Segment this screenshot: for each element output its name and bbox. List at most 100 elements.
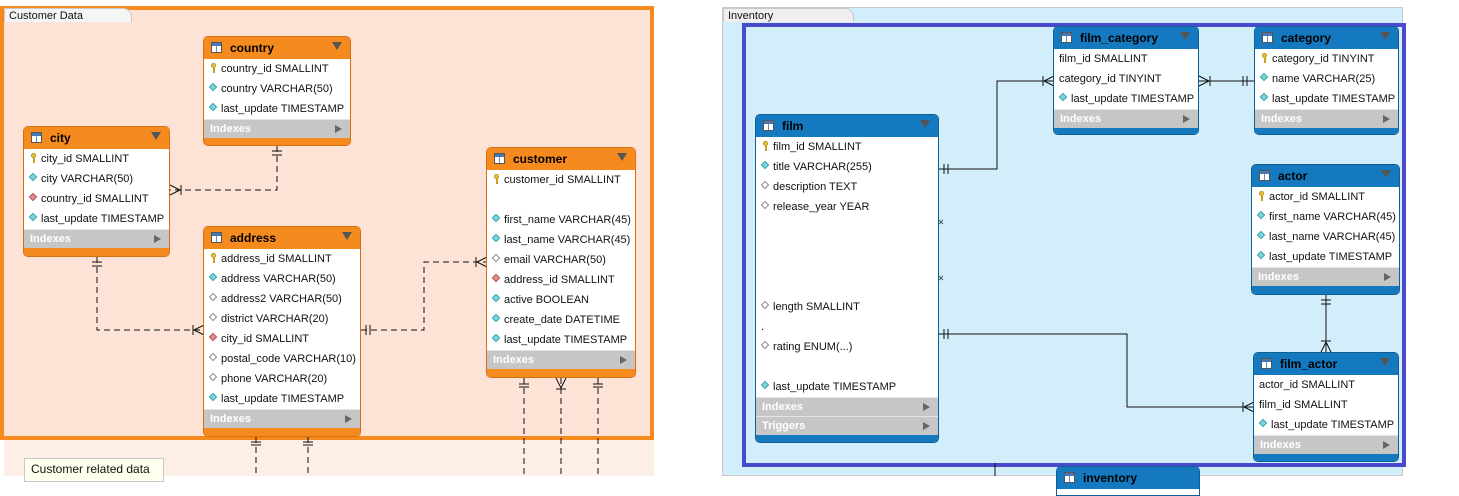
column-row[interactable]: film_id SMALLINT <box>756 137 938 157</box>
column-row[interactable]: actor_id SMALLINT <box>1254 375 1398 395</box>
expand-arrow-icon[interactable] <box>335 125 342 133</box>
column-row[interactable]: last_update TIMESTAMP <box>1254 415 1398 435</box>
indexes-section[interactable]: Indexes <box>756 397 938 416</box>
column-row[interactable]: customer_id SMALLINT <box>487 170 635 190</box>
column-row[interactable]: address VARCHAR(50) <box>204 269 360 289</box>
column-row[interactable]: email VARCHAR(50) <box>487 250 635 270</box>
column-row[interactable] <box>756 277 938 297</box>
column-row[interactable]: country VARCHAR(50) <box>204 79 350 99</box>
column-row[interactable]: last_update TIMESTAMP <box>487 330 635 350</box>
column-row[interactable] <box>756 237 938 257</box>
collapse-triangle-icon[interactable] <box>617 153 627 161</box>
column-row[interactable]: last_update TIMESTAMP <box>24 209 169 229</box>
column-row[interactable]: address2 VARCHAR(50) <box>204 289 360 309</box>
table-header[interactable]: inventory <box>1057 467 1199 489</box>
indexes-section[interactable]: Indexes <box>1252 267 1399 286</box>
customer-data-region-tab[interactable]: Customer Data <box>4 8 132 22</box>
column-row[interactable]: film_id SMALLINT <box>1254 395 1398 415</box>
column-row[interactable]: first_name VARCHAR(45) <box>1252 207 1399 227</box>
column-row[interactable]: city VARCHAR(50) <box>24 169 169 189</box>
column-row[interactable]: active BOOLEAN <box>487 290 635 310</box>
table-header[interactable]: country <box>204 37 350 59</box>
table-header[interactable]: film_actor <box>1254 353 1398 375</box>
column-row[interactable]: category_id TINYINT <box>1255 49 1398 69</box>
column-row[interactable]: last_update TIMESTAMP <box>204 99 350 119</box>
collapse-triangle-icon[interactable] <box>1380 358 1390 366</box>
expand-arrow-icon[interactable] <box>1384 273 1391 281</box>
table-header[interactable]: city <box>24 127 169 149</box>
column-row[interactable]: first_name VARCHAR(45) <box>487 210 635 230</box>
expand-arrow-icon[interactable] <box>620 356 627 364</box>
column-row[interactable]: district VARCHAR(20) <box>204 309 360 329</box>
expand-arrow-icon[interactable] <box>923 422 930 430</box>
indexes-section[interactable]: Indexes <box>204 409 360 428</box>
column-row[interactable]: country_id SMALLINT <box>24 189 169 209</box>
collapse-triangle-icon[interactable] <box>920 120 930 128</box>
column-row[interactable]: category_id TINYINT <box>1054 69 1198 89</box>
column-row[interactable]: last_update TIMESTAMP <box>1054 89 1198 109</box>
table-inventory[interactable]: inventory <box>1056 466 1200 496</box>
column-row[interactable]: last_name VARCHAR(45) <box>1252 227 1399 247</box>
column-row[interactable]: last_update TIMESTAMP <box>756 377 938 397</box>
column-row[interactable]: release_year YEAR <box>756 197 938 217</box>
column-row[interactable]: create_date DATETIME <box>487 310 635 330</box>
table-header[interactable]: customer <box>487 148 635 170</box>
expand-arrow-icon[interactable] <box>154 235 161 243</box>
collapse-triangle-icon[interactable] <box>151 132 161 140</box>
column-row[interactable]: city_id SMALLINT <box>204 329 360 349</box>
table-header[interactable]: address <box>204 227 360 249</box>
column-row[interactable]: address_id SMALLINT <box>204 249 360 269</box>
expand-arrow-icon[interactable] <box>923 403 930 411</box>
indexes-section[interactable]: Indexes <box>1255 109 1398 128</box>
table-customer[interactable]: customer customer_id SMALLINT first_name … <box>486 147 636 378</box>
column-row[interactable] <box>756 257 938 277</box>
column-row[interactable]: . <box>756 317 938 337</box>
column-row[interactable]: actor_id SMALLINT <box>1252 187 1399 207</box>
collapse-triangle-icon[interactable] <box>1381 170 1391 178</box>
column-row[interactable]: last_name VARCHAR(45) <box>487 230 635 250</box>
column-row[interactable]: name VARCHAR(25) <box>1255 69 1398 89</box>
collapse-triangle-icon[interactable] <box>342 232 352 240</box>
collapse-triangle-icon[interactable] <box>332 42 342 50</box>
column-row[interactable]: title VARCHAR(255) <box>756 157 938 177</box>
column-row[interactable]: description TEXT <box>756 177 938 197</box>
indexes-section[interactable]: Indexes <box>487 350 635 369</box>
indexes-section[interactable]: Indexes <box>204 119 350 138</box>
indexes-section[interactable]: Indexes <box>24 229 169 248</box>
column-row[interactable] <box>756 357 938 377</box>
note-customer-related-data[interactable]: Customer related data <box>24 458 164 482</box>
column-row[interactable]: postal_code VARCHAR(10) <box>204 349 360 369</box>
column-row[interactable]: city_id SMALLINT <box>24 149 169 169</box>
expand-arrow-icon[interactable] <box>345 415 352 423</box>
table-header[interactable]: film <box>756 115 938 137</box>
indexes-section[interactable]: Indexes <box>1054 109 1198 128</box>
column-row[interactable]: phone VARCHAR(20) <box>204 369 360 389</box>
expand-arrow-icon[interactable] <box>1183 115 1190 123</box>
column-row[interactable] <box>756 217 938 237</box>
column-row[interactable]: film_id SMALLINT <box>1054 49 1198 69</box>
table-header[interactable]: film_category <box>1054 27 1198 49</box>
collapse-triangle-icon[interactable] <box>1180 32 1190 40</box>
collapse-triangle-icon[interactable] <box>1380 32 1390 40</box>
column-row[interactable]: last_update TIMESTAMP <box>204 389 360 409</box>
column-row[interactable]: rating ENUM(...) <box>756 337 938 357</box>
column-row[interactable]: length SMALLINT <box>756 297 938 317</box>
column-row[interactable]: last_update TIMESTAMP <box>1252 247 1399 267</box>
expand-arrow-icon[interactable] <box>1383 441 1390 449</box>
expand-arrow-icon[interactable] <box>1383 115 1390 123</box>
column-row[interactable] <box>487 190 635 210</box>
inventory-region-tab[interactable]: Inventory <box>723 8 854 22</box>
column-row[interactable]: address_id SMALLINT <box>487 270 635 290</box>
triggers-section[interactable]: Triggers <box>756 416 938 435</box>
indexes-section[interactable]: Indexes <box>1254 435 1398 454</box>
inventory-selection-frame[interactable] <box>742 23 1406 467</box>
column-row[interactable]: country_id SMALLINT <box>204 59 350 79</box>
